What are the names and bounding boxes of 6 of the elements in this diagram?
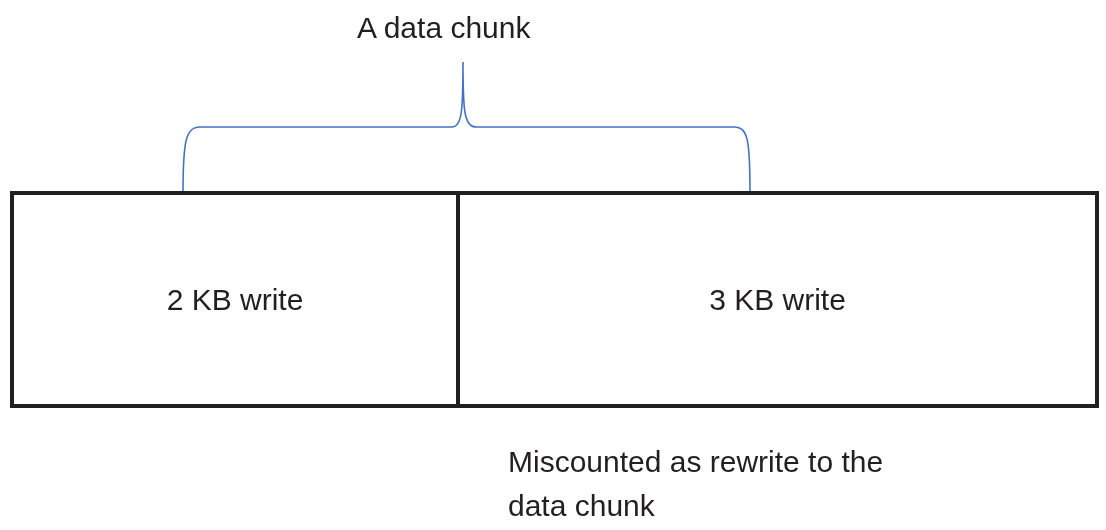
write-block xyxy=(10,191,460,408)
block-label: 3 KB write xyxy=(709,282,846,317)
brace-label: A data chunk xyxy=(357,10,532,46)
write-block xyxy=(460,191,1099,408)
note-text: Miscounted as rewrite to the data chunk xyxy=(508,444,885,524)
block-label: 2 KB write xyxy=(166,282,304,317)
